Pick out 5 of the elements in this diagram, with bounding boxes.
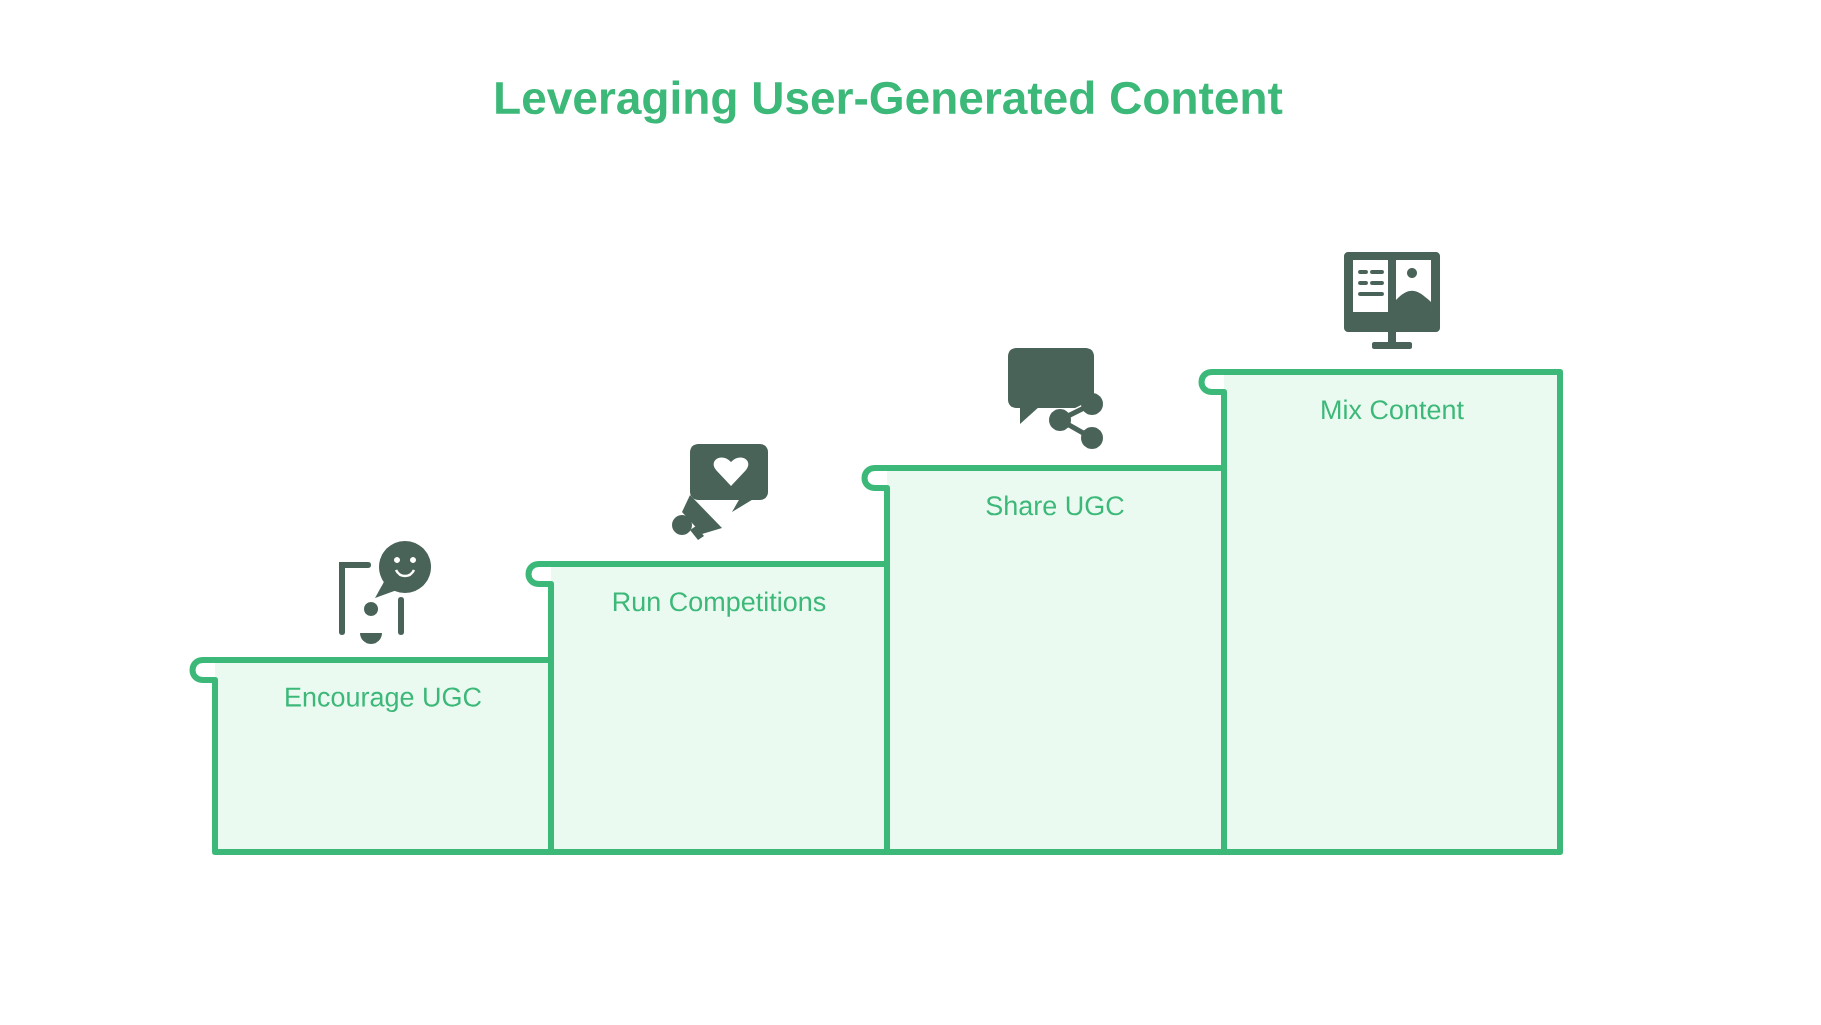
step-box: Encourage UGC — [189, 657, 554, 855]
step-box: Mix Content — [1198, 369, 1563, 855]
step-box: Run Competitions — [525, 561, 890, 855]
title: Leveraging User-Generated Content — [496, 80, 1283, 124]
step-box: Share UGC — [861, 465, 1227, 855]
